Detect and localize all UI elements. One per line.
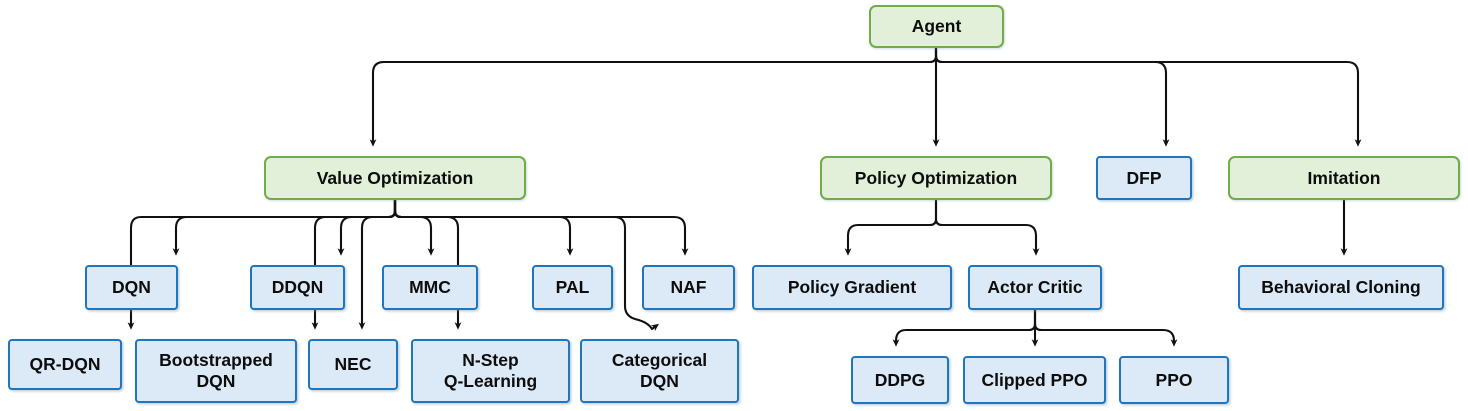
node-ddpg[interactable]: DDPG: [851, 356, 949, 404]
node-policy-gradient-label: Policy Gradient: [787, 277, 917, 298]
node-bootstrapped-dqn-label: Bootstrapped DQN: [159, 350, 273, 391]
node-policy-gradient[interactable]: Policy Gradient: [752, 265, 952, 310]
edge-value-optimization-naf: [393, 200, 689, 256]
edge-agent-imitation: [934, 48, 1362, 147]
node-bootstrapped-dqn[interactable]: Bootstrapped DQN: [135, 339, 297, 403]
node-clipped-ppo-label: Clipped PPO: [981, 369, 1088, 390]
node-naf[interactable]: NAF: [642, 265, 735, 310]
node-imitation-label: Imitation: [1307, 167, 1381, 188]
node-categorical-dqn-label: Categorical DQN: [611, 350, 708, 391]
node-nec-label: NEC: [334, 354, 372, 375]
node-n-step-q-learning-label: N-Step Q-Learning: [443, 350, 538, 391]
edge-policy-optimization-policy-gradient: [844, 200, 938, 256]
node-value-optimization-label: Value Optimization: [316, 167, 474, 188]
node-clipped-ppo[interactable]: Clipped PPO: [963, 356, 1106, 404]
node-dqn-label: DQN: [112, 277, 151, 298]
node-pal-label: PAL: [555, 277, 590, 298]
edge-actor-critic-ppo: [1033, 310, 1178, 347]
node-mmc-label: MMC: [409, 277, 451, 298]
node-pal[interactable]: PAL: [532, 265, 613, 310]
edge-value-optimization-pal: [393, 200, 574, 256]
node-n-step-q-learning[interactable]: N-Step Q-Learning: [411, 339, 570, 403]
node-ppo-label: PPO: [1155, 369, 1193, 390]
node-ddqn[interactable]: DDQN: [250, 265, 345, 310]
edge-policy-optimization-actor-critic: [934, 200, 1040, 256]
edge-value-optimization-ddqn: [337, 200, 397, 256]
node-qr-dqn[interactable]: QR-DQN: [8, 339, 122, 390]
node-ddpg-label: DDPG: [874, 369, 926, 390]
node-mmc[interactable]: MMC: [382, 265, 478, 310]
node-nec[interactable]: NEC: [308, 339, 398, 390]
node-dqn[interactable]: DQN: [85, 265, 178, 310]
edge-value-optimization-dqn: [172, 200, 397, 256]
node-value-optimization[interactable]: Value Optimization: [264, 156, 526, 200]
node-agent-label: Agent: [911, 16, 962, 37]
node-ppo[interactable]: PPO: [1119, 356, 1229, 404]
node-qr-dqn-label: QR-DQN: [29, 354, 101, 375]
node-imitation[interactable]: Imitation: [1228, 156, 1460, 200]
node-behavioral-cloning[interactable]: Behavioral Cloning: [1238, 265, 1444, 310]
edge-agent-dfp: [934, 48, 1170, 147]
node-naf-label: NAF: [670, 277, 707, 298]
node-policy-optimization-label: Policy Optimization: [854, 167, 1018, 188]
node-policy-optimization[interactable]: Policy Optimization: [820, 156, 1052, 200]
edge-actor-critic-ddpg: [892, 310, 1037, 347]
node-dfp[interactable]: DFP: [1096, 156, 1192, 200]
node-categorical-dqn[interactable]: Categorical DQN: [580, 339, 739, 403]
node-dfp-label: DFP: [1126, 167, 1162, 188]
node-agent[interactable]: Agent: [869, 5, 1004, 48]
edge-value-optimization-mmc: [393, 200, 435, 256]
node-actor-critic[interactable]: Actor Critic: [968, 265, 1102, 310]
node-behavioral-cloning-label: Behavioral Cloning: [1261, 277, 1421, 298]
node-actor-critic-label: Actor Critic: [987, 277, 1083, 298]
node-ddqn-label: DDQN: [271, 277, 324, 298]
edge-agent-value-optimization: [369, 48, 938, 147]
